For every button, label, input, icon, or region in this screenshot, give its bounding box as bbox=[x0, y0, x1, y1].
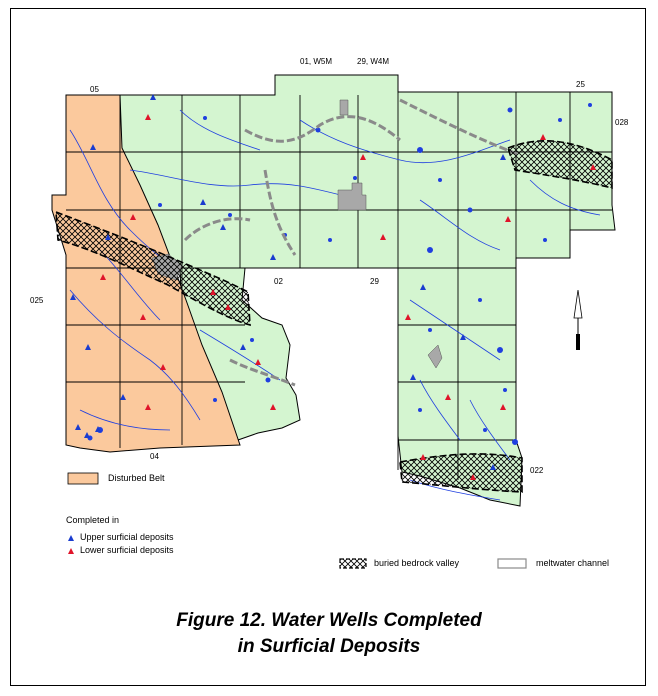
legend-lower-label: Lower surficial deposits bbox=[80, 545, 174, 555]
buried-bedrock-valleys bbox=[55, 140, 613, 493]
legend-swatch-disturbed-belt bbox=[67, 472, 99, 485]
grid-label-mid-b: 29 bbox=[370, 277, 379, 286]
legend-upper-triangle-icon bbox=[68, 535, 74, 541]
rivers bbox=[69, 109, 601, 501]
lakes bbox=[87, 103, 592, 445]
legend-completed-in-label: Completed in bbox=[66, 515, 120, 525]
meltwater-channels bbox=[183, 98, 521, 387]
caption-line-2: in Surficial Deposits bbox=[237, 636, 421, 657]
grid-label-w5m: 01, W5M bbox=[300, 57, 333, 66]
grid-label-mid-a: 02 bbox=[274, 277, 283, 286]
grid-label-bottom-left: 04 bbox=[150, 452, 159, 461]
caption-line-1: Figure 12. Water Wells Completed bbox=[176, 610, 482, 631]
legend-meltwater-label: meltwater channel bbox=[536, 558, 610, 568]
legend-swatch-meltwater bbox=[497, 558, 527, 569]
grid-label-w4m: 29, W4M bbox=[357, 57, 390, 66]
figure-caption: Figure 12. Water Wells Completed in Surf… bbox=[0, 608, 658, 660]
grid-label-bottom-right: 022 bbox=[530, 466, 544, 475]
upper-surficial-wells bbox=[70, 94, 506, 470]
grid-label-top-right: 25 bbox=[576, 80, 585, 89]
grid-label-right: 028 bbox=[615, 118, 629, 127]
legend-disturbed-belt-label: Disturbed Belt bbox=[108, 473, 165, 483]
grid-label-top-left: 05 bbox=[90, 85, 99, 94]
lower-surficial-wells bbox=[100, 114, 596, 480]
grid-label-left: 025 bbox=[30, 296, 44, 305]
legend-bedrock-label: buried bedrock valley bbox=[374, 558, 460, 568]
township-grid bbox=[66, 92, 612, 480]
legend-lower-triangle-icon bbox=[68, 548, 74, 554]
legend-swatch-bedrock bbox=[339, 558, 367, 569]
legend-upper-label: Upper surficial deposits bbox=[80, 532, 174, 542]
north-arrow-icon bbox=[573, 289, 583, 350]
